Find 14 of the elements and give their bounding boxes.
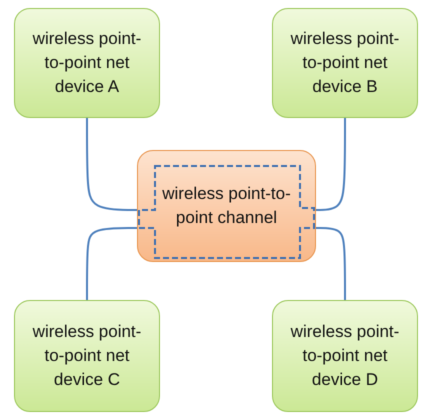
node-label: wireless point-to-point net device B xyxy=(290,28,400,98)
node-label: wireless point-to-point net device D xyxy=(290,321,400,391)
connector-line xyxy=(86,118,137,211)
connector-line xyxy=(316,118,346,211)
device-box xyxy=(272,300,418,412)
device-box xyxy=(14,300,160,412)
node-label: wireless point-to-point channel xyxy=(162,183,292,229)
device-box xyxy=(14,8,160,118)
device-box xyxy=(272,8,418,118)
channel-box xyxy=(137,150,316,262)
connector-line xyxy=(316,227,346,300)
connector-line xyxy=(86,227,137,300)
node-label: wireless point-to-point net device A xyxy=(32,28,142,98)
node-label: wireless point-to-point net device C xyxy=(32,321,142,391)
